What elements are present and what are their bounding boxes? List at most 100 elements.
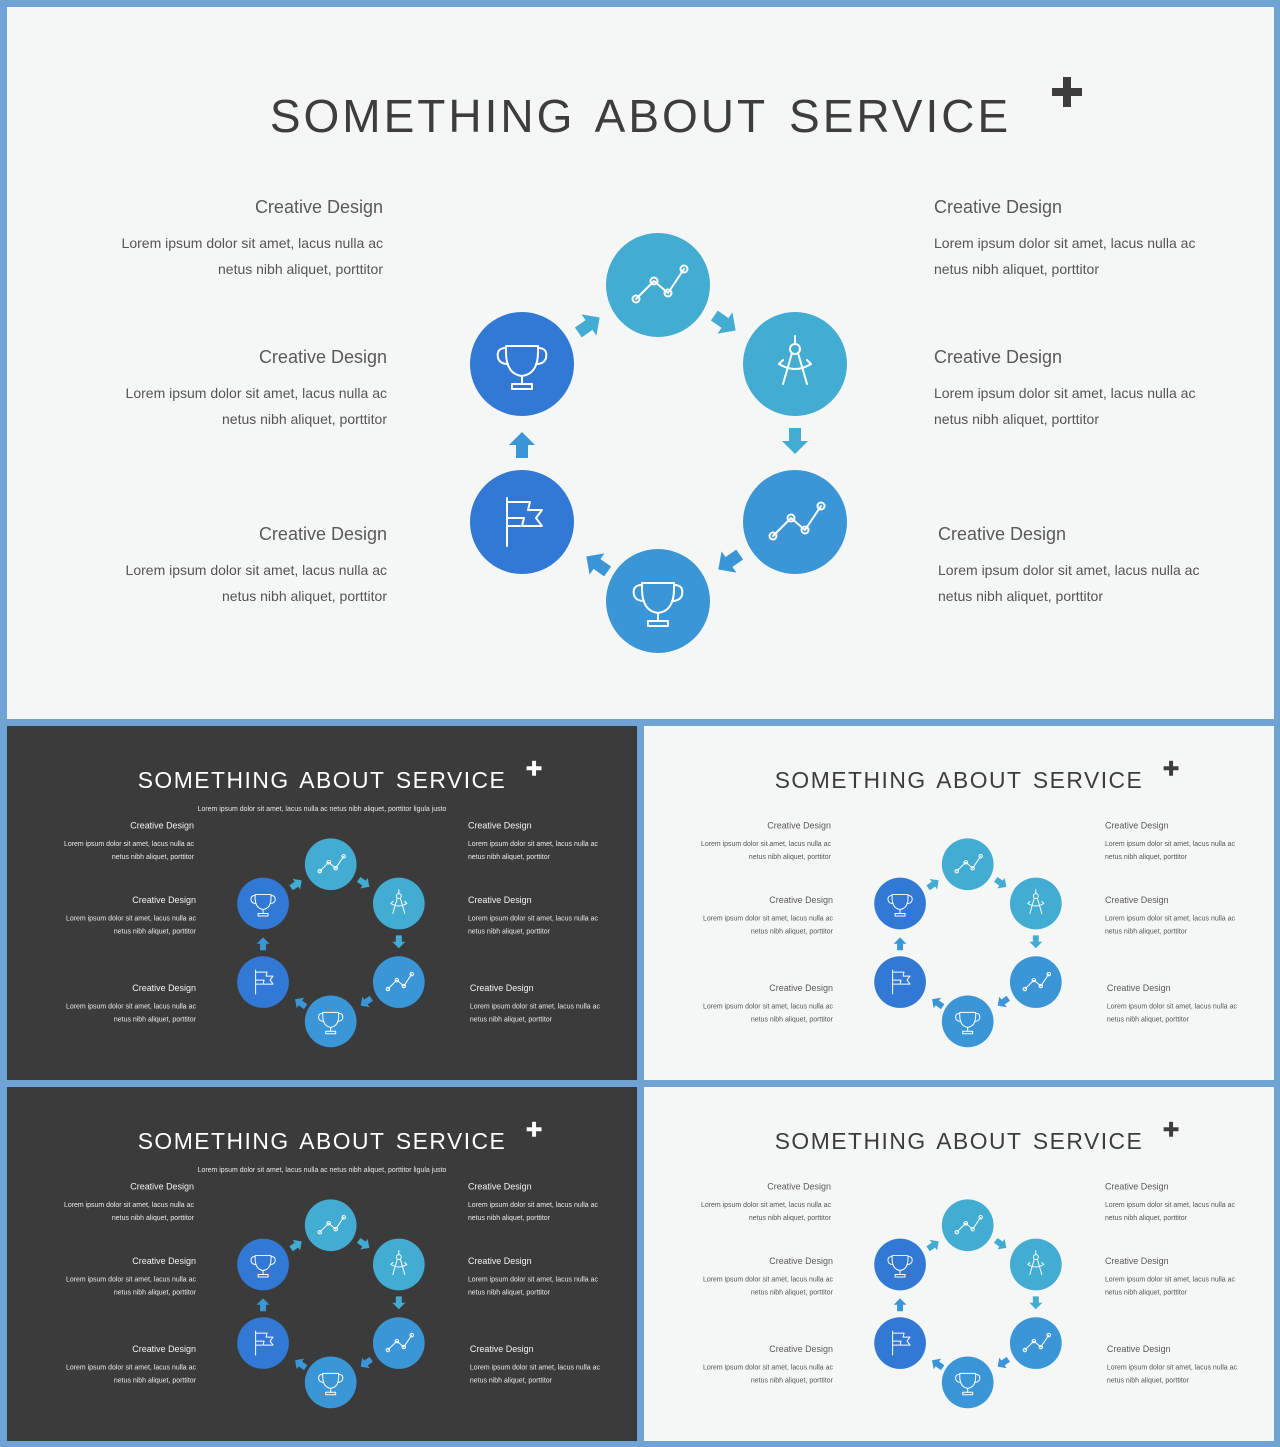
text-block-left-2: Creative Design Lorem ipsum dolor sit am… (684, 1256, 833, 1298)
block-text-line: Lorem ipsum dolor sit amet, lacus nulla … (65, 1362, 196, 1371)
slide-5[interactable]: SOMETHING ABOUT SERVICE Lorem ipsum dolo… (644, 1087, 1274, 1441)
flow-arrow-icon (357, 1237, 370, 1250)
block-text-line: netus nibh aliquet, porttitor (1104, 926, 1187, 935)
flow-arrow-icon (893, 1298, 907, 1312)
text-block-left-3: Creative Design Lorem ipsum dolor sit am… (684, 983, 833, 1025)
flow-arrow-icon (509, 432, 535, 458)
block-text-line: Lorem ipsum dolor sit amet, lacus nulla … (467, 913, 598, 922)
block-text-line: Lorem ipsum dolor sit amet, lacus nulla … (1106, 1001, 1237, 1010)
line-chart-icon (631, 264, 689, 304)
text-block-right-3: Creative Design Lorem ipsum dolor sit am… (1107, 983, 1256, 1025)
block-text-line: Lorem ipsum dolor sit amet, lacus nulla … (702, 1362, 833, 1371)
line-chart-icon (1022, 971, 1051, 992)
line-chart-icon (385, 971, 414, 992)
slide-content: SOMETHING ABOUT SERVICE Lorem ipsum dolo… (644, 1087, 1274, 1441)
block-text-line: netus nibh aliquet, porttitor (750, 1014, 833, 1023)
block-text-line: netus nibh aliquet, porttitor (469, 1014, 552, 1023)
block-heading: Creative Design (130, 1181, 194, 1192)
block-text-line: Lorem ipsum dolor sit amet, lacus nulla … (65, 1001, 196, 1010)
flow-arrow-icon (295, 997, 308, 1010)
block-text-line: netus nibh aliquet, porttitor (113, 1287, 196, 1296)
slide-3[interactable]: SOMETHING ABOUT SERVICE Lorem ipsum dolo… (644, 726, 1274, 1080)
cycle-step-3 (372, 1317, 425, 1369)
block-text-line: netus nibh aliquet, porttitor (934, 411, 1099, 427)
flag-icon (255, 969, 274, 995)
text-block-left-2: Creative Design Lorem ipsum dolor sit am… (684, 895, 833, 937)
block-text-line: netus nibh aliquet, porttitor (1106, 1375, 1189, 1384)
cycle-step-1 (606, 233, 710, 337)
block-text-line: netus nibh aliquet, porttitor (748, 852, 831, 861)
line-chart-icon (768, 501, 826, 541)
flow-arrow-icon (893, 937, 907, 951)
text-block-right-3: Creative Design Lorem ipsum dolor sit am… (470, 1344, 619, 1386)
trophy-icon (318, 1372, 344, 1396)
text-block-left-1: Creative Design Lorem ipsum dolor sit am… (45, 820, 194, 862)
flow-arrow-icon (392, 1296, 406, 1310)
cycle-step-3 (1009, 1317, 1062, 1369)
block-text-line: Lorem ipsum dolor sit amet, lacus nulla … (1104, 839, 1235, 848)
flag-icon (892, 1330, 911, 1356)
flow-arrow-icon (392, 935, 406, 949)
text-block-left-3: Creative Design Lorem ipsum dolor sit am… (684, 1344, 833, 1386)
cycle-step-6 (606, 549, 710, 653)
cycle-step-2 (1009, 877, 1062, 930)
flow-arrow-icon (926, 878, 939, 891)
block-text-line: Lorem ipsum dolor sit amet, lacus nulla … (1104, 1200, 1235, 1209)
flow-arrow-icon (574, 314, 600, 338)
trophy-icon (632, 582, 684, 627)
trophy-icon (887, 894, 913, 917)
trophy-icon (250, 894, 276, 917)
block-heading: Creative Design (469, 1344, 534, 1355)
line-chart-icon (1022, 1332, 1051, 1353)
block-heading: Creative Design (938, 524, 1067, 544)
flow-arrow-icon (357, 876, 370, 889)
flow-arrow-icon (932, 997, 945, 1010)
flow-arrow-icon (932, 1358, 945, 1371)
flow-arrow-icon (997, 1356, 1011, 1369)
block-text-line: netus nibh aliquet, porttitor (222, 588, 387, 604)
block-text-line: Lorem ipsum dolor sit amet, lacus nulla … (467, 1200, 598, 1209)
block-heading: Creative Design (467, 895, 532, 906)
block-heading: Creative Design (130, 820, 194, 831)
block-text-line: netus nibh aliquet, porttitor (467, 926, 550, 935)
cycle-step-2 (372, 877, 425, 930)
slide-4[interactable]: SOMETHING ABOUT SERVICE Lorem ipsum dolo… (7, 1087, 637, 1441)
flag-icon (892, 969, 911, 995)
block-text-line: netus nibh aliquet, porttitor (467, 1287, 550, 1296)
block-heading: Creative Design (769, 895, 833, 906)
text-block-left-2: Creative Design Lorem ipsum dolor sit am… (47, 1256, 196, 1298)
flow-arrow-icon (994, 876, 1007, 889)
cycle-step-6 (304, 995, 357, 1048)
slide-1[interactable]: SOMETHING ABOUT SERVICE Lorem ipsum dolo… (7, 7, 1274, 719)
text-block-right-3: Creative Design Lorem ipsum dolor sit am… (470, 983, 619, 1025)
text-block-left-3: Creative Design Lorem ipsum dolor sit am… (47, 983, 196, 1025)
block-text-line: Lorem ipsum dolor sit amet, lacus nulla … (63, 1200, 194, 1209)
block-text-line: netus nibh aliquet, porttitor (469, 1375, 552, 1384)
slide-2[interactable]: SOMETHING ABOUT SERVICE Lorem ipsum dolo… (7, 726, 637, 1080)
slide-content: SOMETHING ABOUT SERVICE Lorem ipsum dolo… (644, 726, 1274, 1080)
block-text-line: netus nibh aliquet, porttitor (113, 926, 196, 935)
trophy-icon (887, 1255, 913, 1278)
slide-title: SOMETHING ABOUT SERVICE (137, 767, 507, 794)
flag-icon (506, 497, 543, 547)
block-text-line: netus nibh aliquet, porttitor (748, 1213, 831, 1222)
slide-content: SOMETHING ABOUT SERVICE Lorem ipsum dolo… (7, 7, 1274, 719)
cycle-step-4 (874, 877, 926, 930)
cycle-step-4 (237, 1238, 289, 1291)
block-heading: Creative Design (469, 983, 534, 994)
slide-title: SOMETHING ABOUT SERVICE (137, 1128, 507, 1155)
block-text-line: Lorem ipsum dolor sit amet, lacus nulla … (1104, 1274, 1235, 1283)
compass-icon (778, 335, 812, 385)
text-block-left-3: Creative Design Lorem ipsum dolor sit am… (47, 1344, 196, 1386)
block-text-line: Lorem ipsum dolor sit amet, lacus nulla … (65, 913, 196, 922)
block-text-line: netus nibh aliquet, porttitor (934, 261, 1099, 277)
block-text-line: Lorem ipsum dolor sit amet, lacus nulla … (1104, 913, 1235, 922)
cycle-step-1 (941, 1199, 994, 1252)
block-heading: Creative Design (132, 1344, 196, 1355)
plus-icon (1163, 760, 1179, 776)
block-heading: Creative Design (254, 197, 383, 217)
text-block-right-1: Creative Design Lorem ipsum dolor sit am… (934, 197, 1234, 282)
block-text-line: netus nibh aliquet, porttitor (1104, 1213, 1187, 1222)
flow-arrow-icon (994, 1237, 1007, 1250)
block-heading: Creative Design (132, 983, 196, 994)
